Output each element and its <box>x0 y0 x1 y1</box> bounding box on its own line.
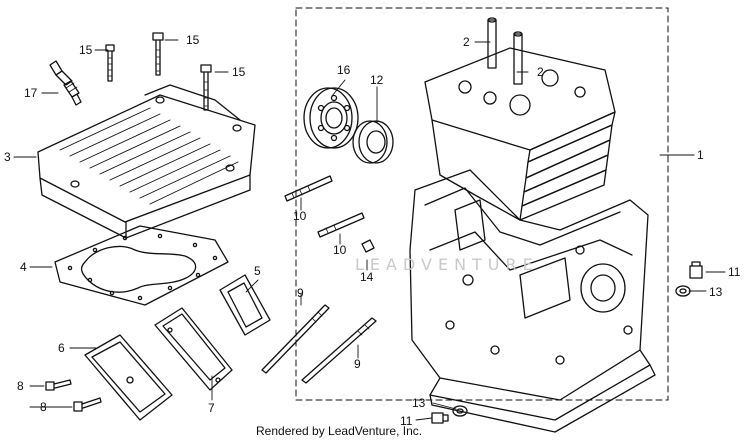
callout-3: 3 <box>4 150 11 164</box>
callout-8: 8 <box>17 379 24 393</box>
callout-9: 9 <box>354 357 361 371</box>
callout-11: 11 <box>400 414 413 428</box>
callout-12: 12 <box>370 73 384 87</box>
callout-16: 16 <box>337 63 351 77</box>
head-gasket-4 <box>54 225 229 306</box>
stud-9-lower <box>301 317 377 384</box>
bolt-15-center <box>152 32 164 76</box>
stud-9-upper <box>261 304 330 374</box>
bearing-16 <box>303 87 359 149</box>
washer-13-bottom <box>452 405 468 417</box>
assembly-boundary <box>295 7 669 401</box>
callout-6: 6 <box>58 341 65 355</box>
callout-15: 15 <box>79 43 93 57</box>
callout-2: 2 <box>537 65 544 79</box>
crankcase-block-1 <box>409 47 656 433</box>
breather-plate-7 <box>154 307 233 391</box>
stud-2-right <box>513 31 523 85</box>
callout-8: 8 <box>40 400 47 414</box>
bolt-8-lower <box>73 397 102 412</box>
plug-11-bottom <box>431 412 449 424</box>
oil-seal-12 <box>352 120 394 164</box>
washer-13-right <box>675 285 691 297</box>
callout-15: 15 <box>232 65 246 79</box>
callout-7: 7 <box>208 401 215 415</box>
stud-2-left <box>487 17 497 69</box>
plug-11-right <box>689 261 703 279</box>
callout-10: 10 <box>333 243 347 257</box>
stud-10-upper <box>284 175 333 202</box>
spark-plug-17 <box>49 60 82 106</box>
callout-13: 13 <box>709 285 723 299</box>
callout-1: 1 <box>697 148 704 162</box>
callout-9: 9 <box>297 286 304 300</box>
callout-14: 14 <box>360 270 374 284</box>
bolt-8-upper <box>45 379 72 391</box>
watermark-text: LEADVENTURE <box>355 255 539 274</box>
stud-10-lower <box>317 212 365 238</box>
callout-10: 10 <box>293 209 307 223</box>
callout-13: 13 <box>412 396 426 410</box>
bolt-15-left <box>105 44 115 82</box>
dowel-pin-14 <box>361 239 375 253</box>
cylinder-head-3 <box>37 84 256 239</box>
callout-2: 2 <box>463 35 470 49</box>
callout-17: 17 <box>24 86 38 100</box>
callout-15: 15 <box>186 33 200 47</box>
callout-11: 11 <box>728 265 741 279</box>
render-credit: Rendered by LeadVenture, Inc. <box>256 424 423 438</box>
callout-4: 4 <box>20 260 27 274</box>
bolt-15-right <box>200 64 212 111</box>
breather-gasket-5 <box>219 274 271 336</box>
callout-5: 5 <box>254 264 261 278</box>
breather-cover-6 <box>84 334 173 421</box>
